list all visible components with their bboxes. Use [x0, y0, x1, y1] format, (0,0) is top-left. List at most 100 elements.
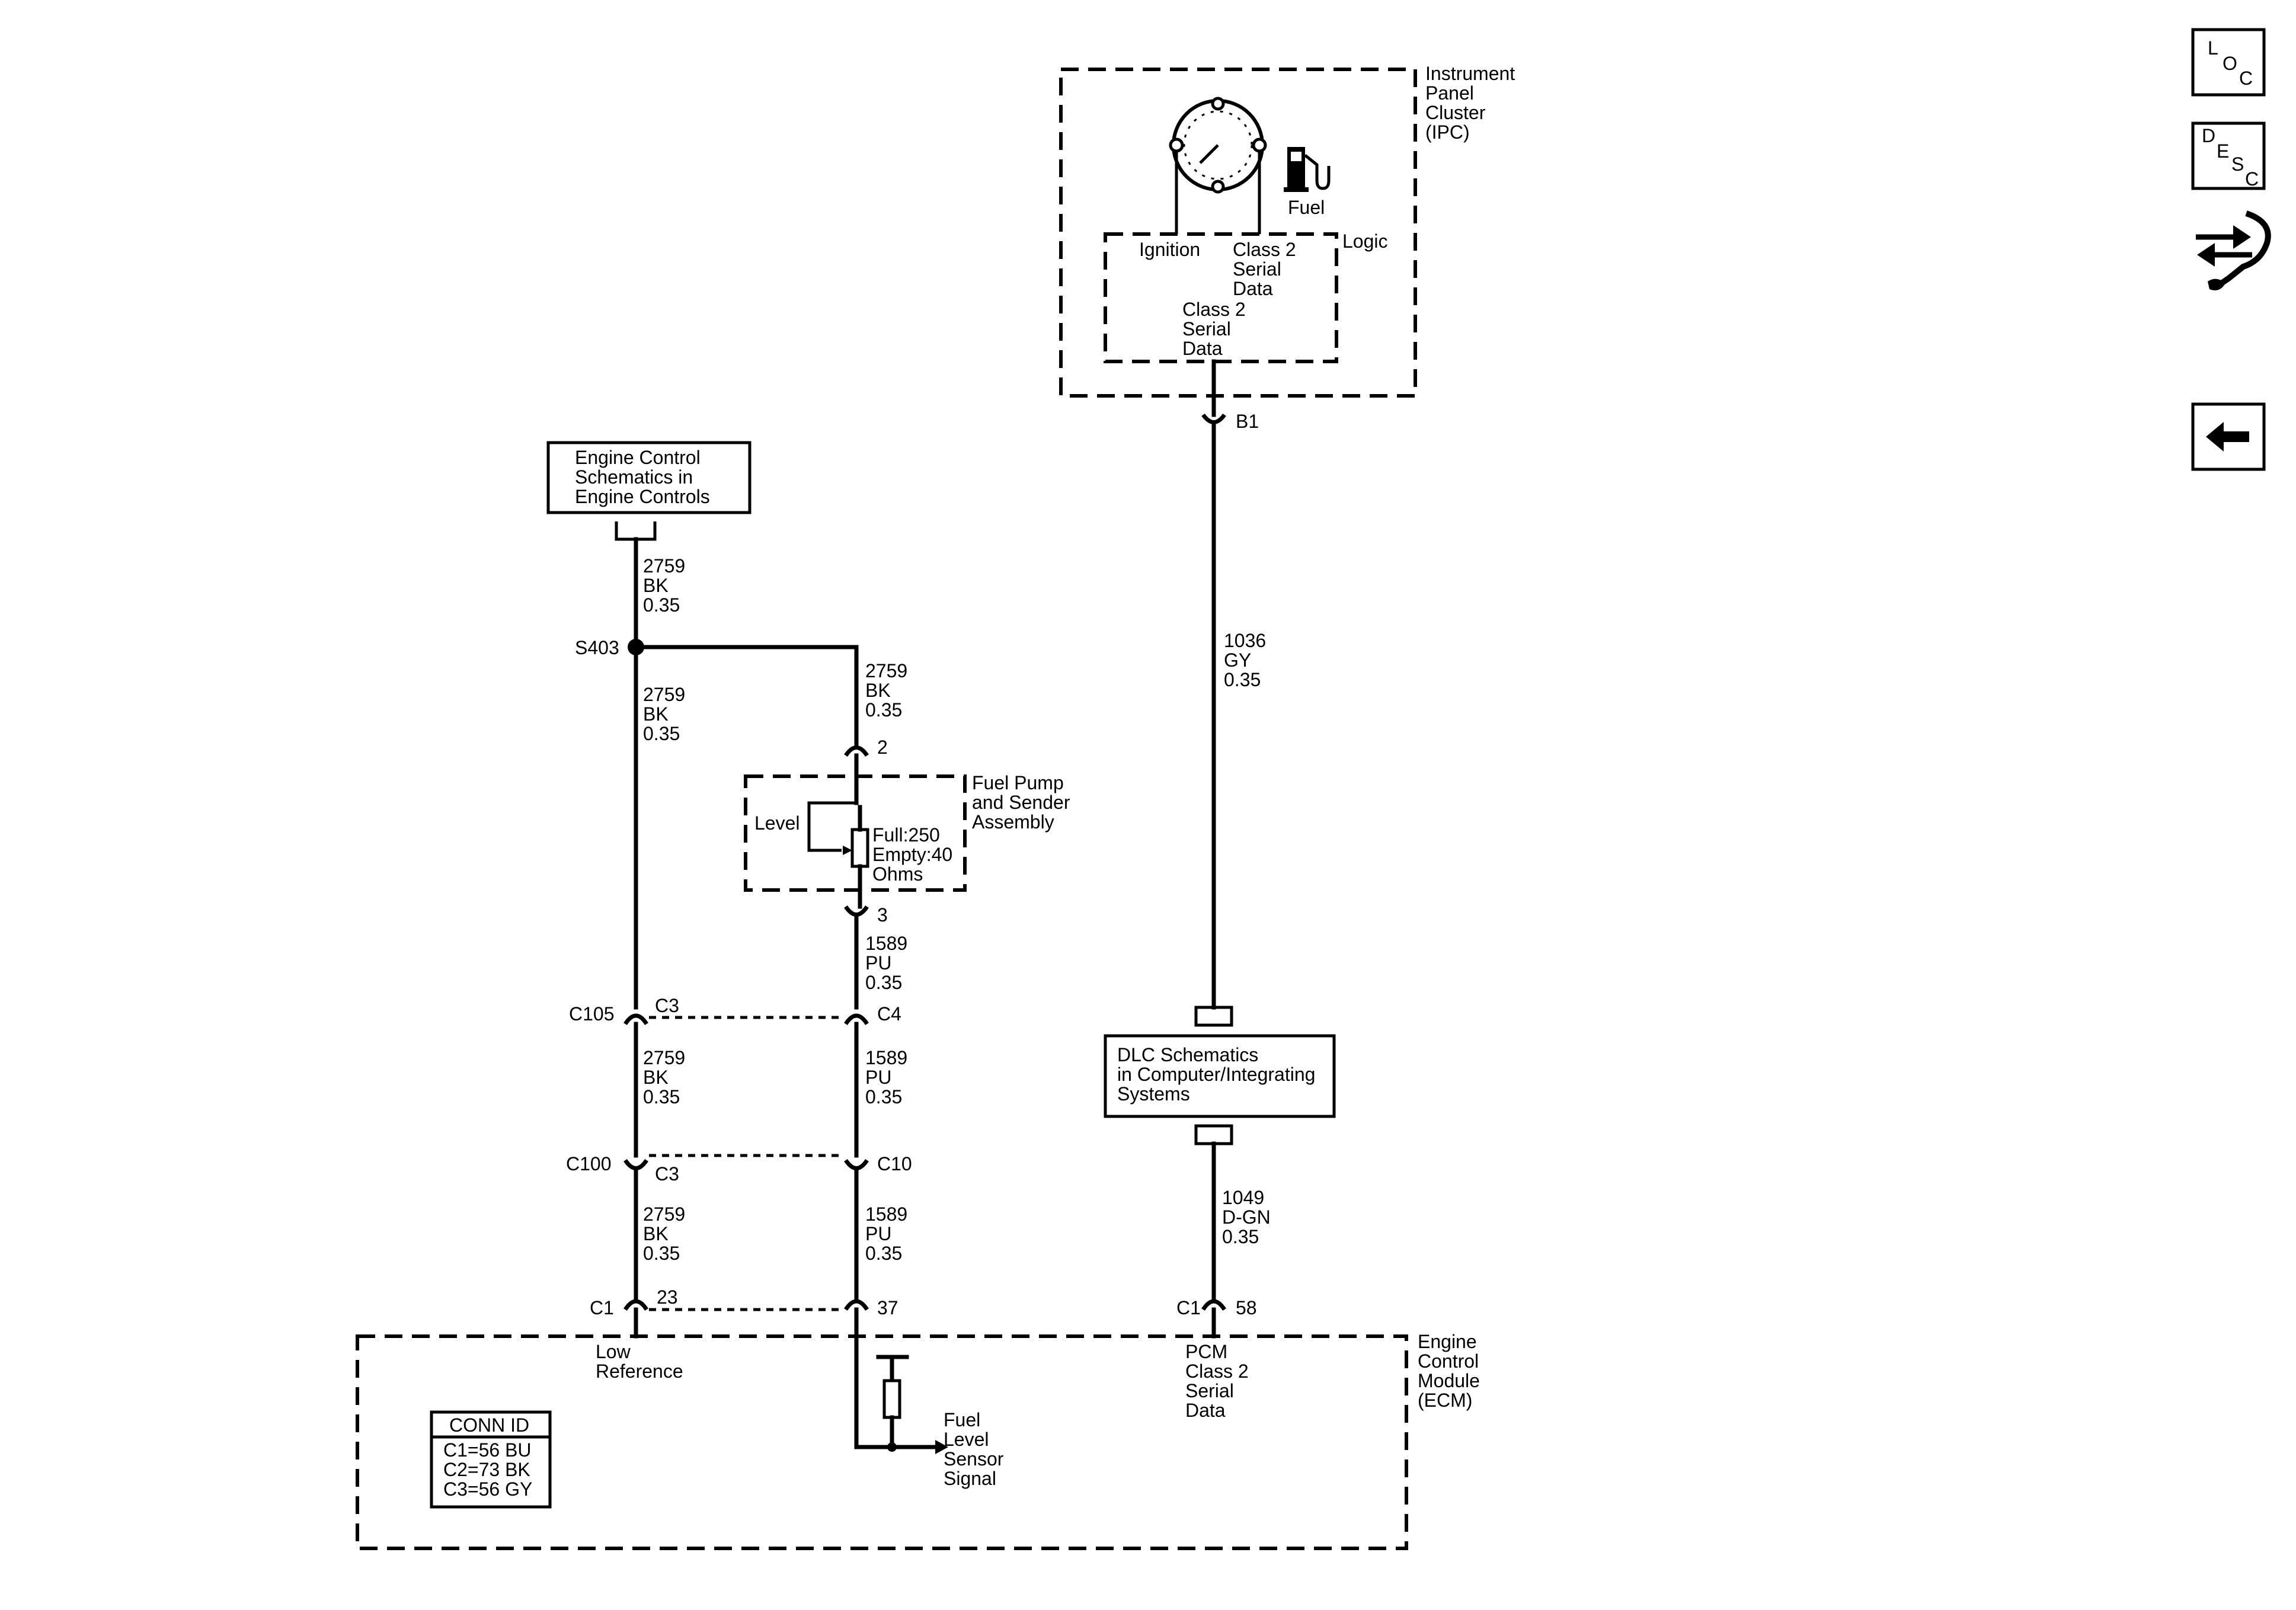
fuel-pump-pin-top: 2 — [877, 737, 888, 758]
signal-junction — [887, 1442, 897, 1452]
wire-bk2-gauge: 0.35 — [643, 1086, 680, 1108]
conn-id-row-1: C1=56 BU — [443, 1439, 532, 1461]
engine-ref-line-1: Engine Control — [575, 447, 701, 468]
c100-right-connector — [844, 1158, 869, 1170]
c1-left-label: C1 — [590, 1297, 614, 1318]
wire-pu1-gauge: 0.35 — [865, 972, 902, 993]
wrench-arrows-icon[interactable] — [2196, 210, 2271, 291]
class2-top-line-3: Data — [1233, 278, 1273, 299]
class2-bottom-line-1: Class 2 — [1182, 299, 1246, 320]
pullup-resistor — [882, 1379, 901, 1419]
ipc-name-line-1: Instrument — [1425, 63, 1515, 84]
c1-58-connector — [1201, 1299, 1226, 1311]
c1-right-label: C1 — [1176, 1297, 1201, 1318]
dlc-top-connector — [1194, 1006, 1233, 1027]
wire-gy-circuit: 1036 — [1224, 630, 1266, 651]
fuel-pump-name-line-3: Assembly — [972, 811, 1054, 833]
c105-right-connector — [844, 1013, 869, 1026]
loc-letter-2: O — [2223, 53, 2237, 74]
wire-bk-top-circuit: 2759 — [643, 555, 685, 577]
dlc-ref-line-2: in Computer/Integrating — [1117, 1064, 1315, 1085]
class2-top-line-2: Serial — [1233, 258, 1281, 280]
fuel-pump-name-line-1: Fuel Pump — [972, 772, 1064, 793]
c105-label: C105 — [569, 1003, 615, 1025]
conn-id-border — [430, 1410, 552, 1509]
fuel-pump-pin-3-connector — [844, 905, 869, 917]
wire-bk2-circuit: 2759 — [643, 1047, 685, 1068]
splice-label: S403 — [575, 637, 619, 658]
b1-label: B1 — [1236, 411, 1259, 432]
wire-pu2-circuit: 1589 — [865, 1047, 907, 1068]
dlc-reference-box — [1104, 1034, 1336, 1118]
back-button[interactable] — [2191, 402, 2266, 471]
class2-bottom-line-2: Serial — [1182, 318, 1231, 340]
conn-id-row-3: C3=56 GY — [443, 1478, 532, 1500]
fuel-label: Fuel — [1288, 197, 1325, 218]
ipc-logic-box — [1104, 232, 1338, 363]
desc-button-border[interactable] — [2191, 121, 2266, 190]
b1-connector — [1201, 413, 1226, 424]
fuel-pump-icon — [1284, 147, 1331, 192]
desc-letter-4: C — [2245, 168, 2259, 190]
c100-left-pin: C3 — [655, 1163, 679, 1185]
low-reference-line-2: Reference — [596, 1361, 683, 1382]
fuel-signal-line-4: Signal — [944, 1468, 996, 1489]
ecm-dashed-border — [356, 1334, 1408, 1550]
c1-23-connector — [623, 1299, 648, 1311]
wire-bk-right-circuit: 2759 — [865, 660, 907, 681]
wire-bk-top-color: BK — [643, 575, 669, 596]
desc-button[interactable]: D E S C — [2191, 121, 2266, 190]
ipc-name-line-2: Panel — [1425, 82, 1474, 104]
c1-right-pin: 58 — [1236, 1297, 1257, 1318]
engine-control-module: Engine Control Module (ECM) Low Referenc… — [356, 1307, 1480, 1550]
c1-left-pin: 23 — [657, 1286, 678, 1308]
loc-letter-1: L — [2208, 37, 2218, 59]
wire-bk3-gauge: 0.35 — [643, 1243, 680, 1264]
wire-bk-top-gauge: 0.35 — [643, 594, 680, 616]
low-reference-line-1: Low — [596, 1341, 631, 1362]
dlc-bottom-connector — [1194, 1124, 1233, 1145]
wire-bk3-color: BK — [643, 1223, 669, 1244]
ecm-name-line-2: Control — [1418, 1350, 1479, 1372]
c1-37-connector — [844, 1299, 869, 1311]
level-wiper-line — [807, 801, 856, 852]
wire-pu2-gauge: 0.35 — [865, 1086, 902, 1108]
pcm-line-4: Data — [1185, 1400, 1226, 1421]
engine-ref-line-3: Engine Controls — [575, 486, 710, 507]
fuel-level-resistor — [850, 828, 869, 868]
wire-bk-right-gauge: 0.35 — [865, 699, 902, 721]
ecm-name-line-3: Module — [1418, 1370, 1480, 1391]
class2-top-line-1: Class 2 — [1233, 239, 1296, 260]
dlc-ref-line-3: Systems — [1117, 1083, 1190, 1105]
fuel-pump-name-line-2: and Sender — [972, 792, 1070, 813]
ecm-name-line-1: Engine — [1418, 1331, 1477, 1352]
ipc-name-line-4: (IPC) — [1425, 121, 1470, 143]
c100-right-pin: C10 — [877, 1153, 912, 1174]
wire-bk-mid-circuit: 2759 — [643, 684, 685, 705]
wire-pu3-circuit: 1589 — [865, 1204, 907, 1225]
wire-pu3-color: PU — [865, 1223, 891, 1244]
conn-id-title: CONN ID — [449, 1414, 529, 1436]
gauge-icon — [1169, 97, 1267, 234]
wire-pu3-gauge: 0.35 — [865, 1243, 902, 1264]
loc-button[interactable]: L O C — [2191, 28, 2266, 97]
c1-mid-pin: 37 — [877, 1297, 898, 1318]
logic-label: Logic — [1342, 231, 1388, 252]
wire-gy-color: GY — [1224, 649, 1251, 671]
fuel-signal-line-2: Level — [944, 1429, 989, 1450]
loc-button-border[interactable] — [2191, 28, 2266, 97]
wire-bk-mid-gauge: 0.35 — [643, 723, 680, 744]
c105-left-pin: C3 — [655, 995, 679, 1016]
desc-letter-1: D — [2202, 125, 2215, 146]
wire-pu2-color: PU — [865, 1067, 891, 1088]
wiper-arrow — [843, 846, 852, 855]
dlc-ref-line-1: DLC Schematics — [1117, 1044, 1258, 1065]
fuel-pump-spec-line-2: Empty:40 — [872, 844, 952, 865]
wire-bk-mid-color: BK — [643, 703, 669, 725]
engine-ref-line-2: Schematics in — [575, 466, 693, 488]
wire-dgn-color: D-GN — [1222, 1206, 1271, 1228]
ecm-signal-arrow — [935, 1440, 948, 1454]
c105-right-pin: C4 — [877, 1003, 901, 1025]
instrument-panel-cluster: Instrument Panel Cluster (IPC) Fuel Logi… — [1059, 63, 1515, 398]
